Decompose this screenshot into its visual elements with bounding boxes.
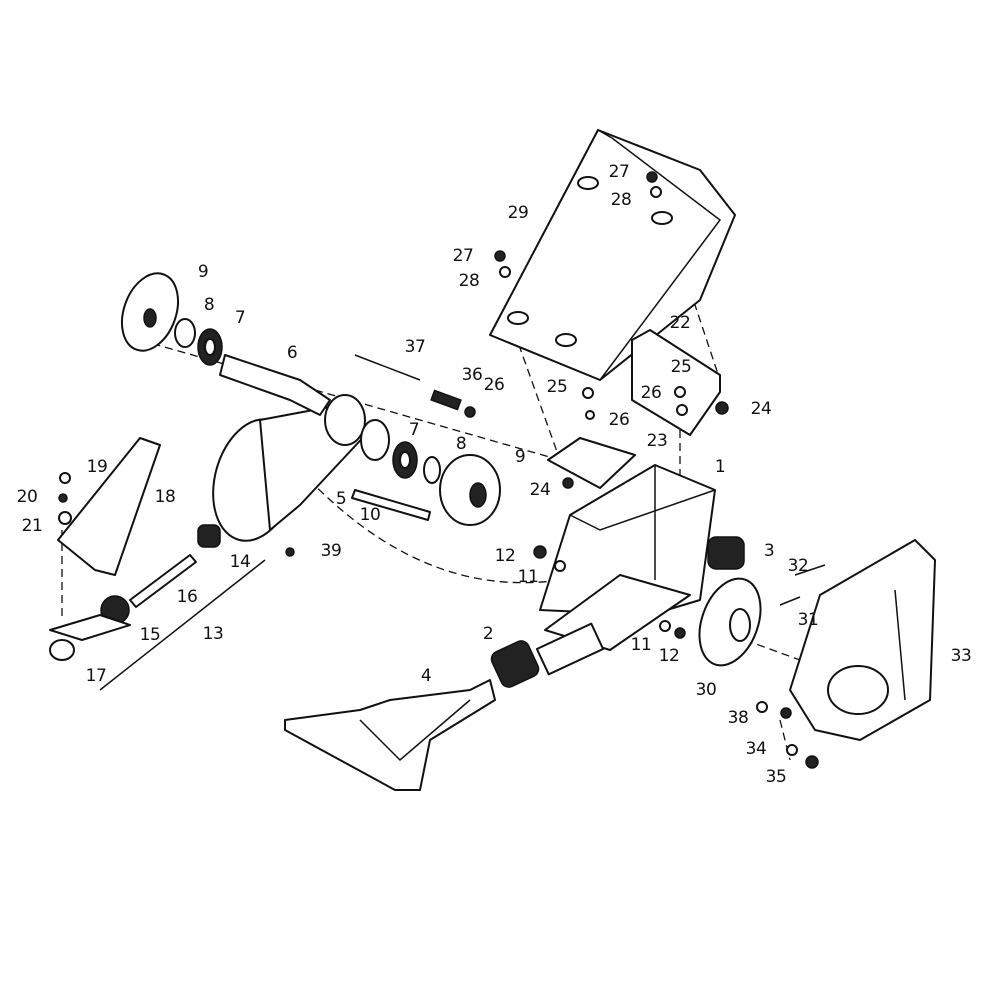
part-label-25: 25 — [546, 377, 568, 397]
part-label-26: 26 — [608, 410, 630, 430]
part-label-21: 21 — [21, 516, 43, 536]
part-label-12: 12 — [494, 546, 516, 566]
part-label-11: 11 — [630, 635, 652, 655]
hood-part-29 — [489, 129, 736, 381]
part-label-8: 8 — [203, 295, 215, 315]
part-label-30: 30 — [695, 680, 717, 700]
part-label-18: 18 — [154, 487, 176, 507]
part-label-32: 32 — [787, 556, 809, 576]
part-label-34: 34 — [745, 739, 767, 759]
part-label-10: 10 — [359, 505, 381, 525]
part-label-7: 7 — [234, 308, 246, 328]
part-label-38: 38 — [727, 708, 749, 728]
part-label-17: 17 — [85, 666, 107, 686]
guard-part-33 — [789, 539, 936, 741]
part-label-4: 4 — [420, 666, 432, 686]
part-label-26: 26 — [483, 375, 505, 395]
part-label-11: 11 — [517, 567, 539, 587]
part-label-16: 16 — [176, 587, 198, 607]
part-label-3: 3 — [763, 541, 775, 561]
part-label-39: 39 — [320, 541, 342, 561]
arm-part-4 — [284, 679, 496, 791]
part-label-35: 35 — [765, 767, 787, 787]
handle-part-18 — [57, 437, 161, 576]
part-label-12: 12 — [658, 646, 680, 666]
part-label-24: 24 — [529, 480, 551, 500]
bracket-part-23 — [547, 437, 636, 489]
part-label-24: 24 — [750, 399, 772, 419]
fasteners — [58, 171, 826, 769]
part-label-31: 31 — [797, 610, 819, 630]
part-label-33: 33 — [950, 646, 972, 666]
part-label-9: 9 — [514, 447, 526, 467]
part-label-20: 20 — [16, 487, 38, 507]
part-label-37: 37 — [404, 337, 426, 357]
part-label-19: 19 — [86, 457, 108, 477]
part-label-29: 29 — [507, 203, 529, 223]
roller-part-3 — [707, 536, 745, 570]
bracket-part-22 — [631, 329, 721, 436]
part-label-2: 2 — [482, 624, 494, 644]
part-label-36: 36 — [461, 365, 483, 385]
part-label-27: 27 — [452, 246, 474, 266]
part-label-9: 9 — [197, 262, 209, 282]
roller-part-2 — [490, 640, 540, 688]
shaft-part-6 — [219, 354, 331, 416]
part-label-13: 13 — [202, 624, 224, 644]
part-label-6: 6 — [286, 343, 298, 363]
part-label-25: 25 — [670, 357, 692, 377]
part-label-7: 7 — [408, 420, 420, 440]
part-label-22: 22 — [669, 313, 691, 333]
part-label-8: 8 — [455, 434, 467, 454]
part-label-27: 27 — [608, 162, 630, 182]
part-label-15: 15 — [139, 625, 161, 645]
part-label-26: 26 — [640, 383, 662, 403]
part-label-14: 14 — [229, 552, 251, 572]
part-label-28: 28 — [458, 271, 480, 291]
part-label-23: 23 — [646, 431, 668, 451]
part-label-1: 1 — [714, 457, 726, 477]
part-label-5: 5 — [335, 489, 347, 509]
part-label-28: 28 — [610, 190, 632, 210]
